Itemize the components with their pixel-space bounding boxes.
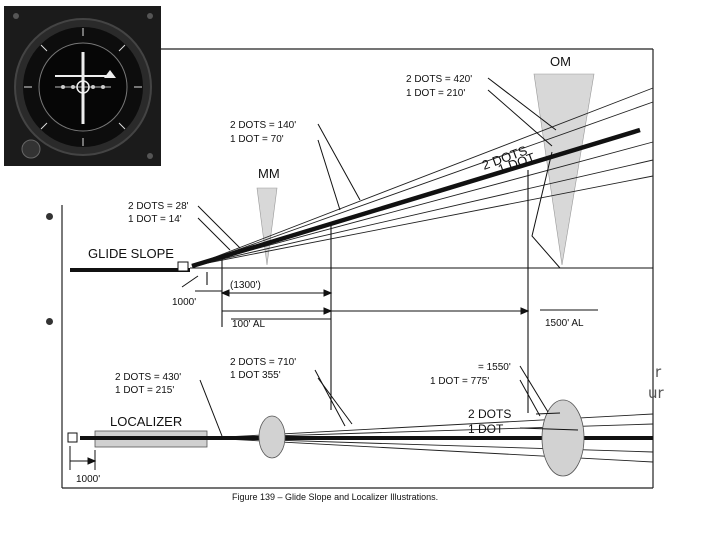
loc-mm-deviation-2dots: 2 DOTS = 710' <box>230 357 296 368</box>
glide-slope-centerline <box>191 127 641 269</box>
figure-frame <box>61 48 654 489</box>
loc-dist-1000-label: 1000' <box>76 474 100 485</box>
om-marker-beam <box>533 73 595 266</box>
loc-om-deviation-1dot: 1 DOT = 775' <box>430 376 489 387</box>
threshold-deviation-1dot: 1 DOT = 14' <box>128 214 182 225</box>
loc-threshold-deviation-2dots: 2 DOTS = 430' <box>115 372 181 383</box>
dist-1000-label: 1000' <box>172 297 196 308</box>
vor-cdi-instrument-icon <box>4 6 161 166</box>
figure-caption: Figure 139 – Glide Slope and Localizer I… <box>232 492 438 502</box>
loc-mm-deviation-1dot: 1 DOT 355' <box>230 370 281 381</box>
loc-om-deviation-2dots: = 1550' <box>478 362 511 373</box>
loc-distance-arrow <box>69 446 97 470</box>
edge-text-2: ur <box>648 384 664 402</box>
glide-slope-fan <box>191 87 654 267</box>
mm-lobe <box>258 415 286 459</box>
mm-deviation-2dots: 2 DOTS = 140' <box>230 120 296 131</box>
glide-slope-antenna <box>177 261 189 272</box>
mm-marker-beam <box>256 187 278 266</box>
bullet-1 <box>46 213 53 220</box>
loc-2dots-label: 2 DOTS <box>468 407 511 421</box>
om-deviation-2dots: 2 DOTS = 420' <box>406 74 472 85</box>
localizer-antenna <box>67 432 78 443</box>
mm-deviation-1dot: 1 DOT = 70' <box>230 134 284 145</box>
bullet-2 <box>46 318 53 325</box>
loc-threshold-deviation-1dot: 1 DOT = 215' <box>115 385 174 396</box>
om-label: OM <box>550 54 571 69</box>
om-deviation-1dot: 1 DOT = 210' <box>406 88 465 99</box>
dist-1300-label: (1300') <box>230 280 261 291</box>
edge-text-1: r <box>655 363 662 381</box>
mm-label: MM <box>258 166 280 181</box>
glide-slope-label: GLIDE SLOPE <box>88 246 174 261</box>
localizer-label: LOCALIZER <box>110 414 182 429</box>
gs-leader-lines <box>181 77 561 288</box>
om-lobe <box>541 399 585 477</box>
al-100-label: 100' AL <box>232 319 265 330</box>
loc-1dot-label: 1 DOT <box>468 422 504 436</box>
threshold-deviation-2dots: 2 DOTS = 28' <box>128 201 189 212</box>
al-1500-label: 1500' AL <box>545 318 584 329</box>
gs-distance-arrows <box>195 289 598 320</box>
loc-leader-lines <box>199 365 579 437</box>
